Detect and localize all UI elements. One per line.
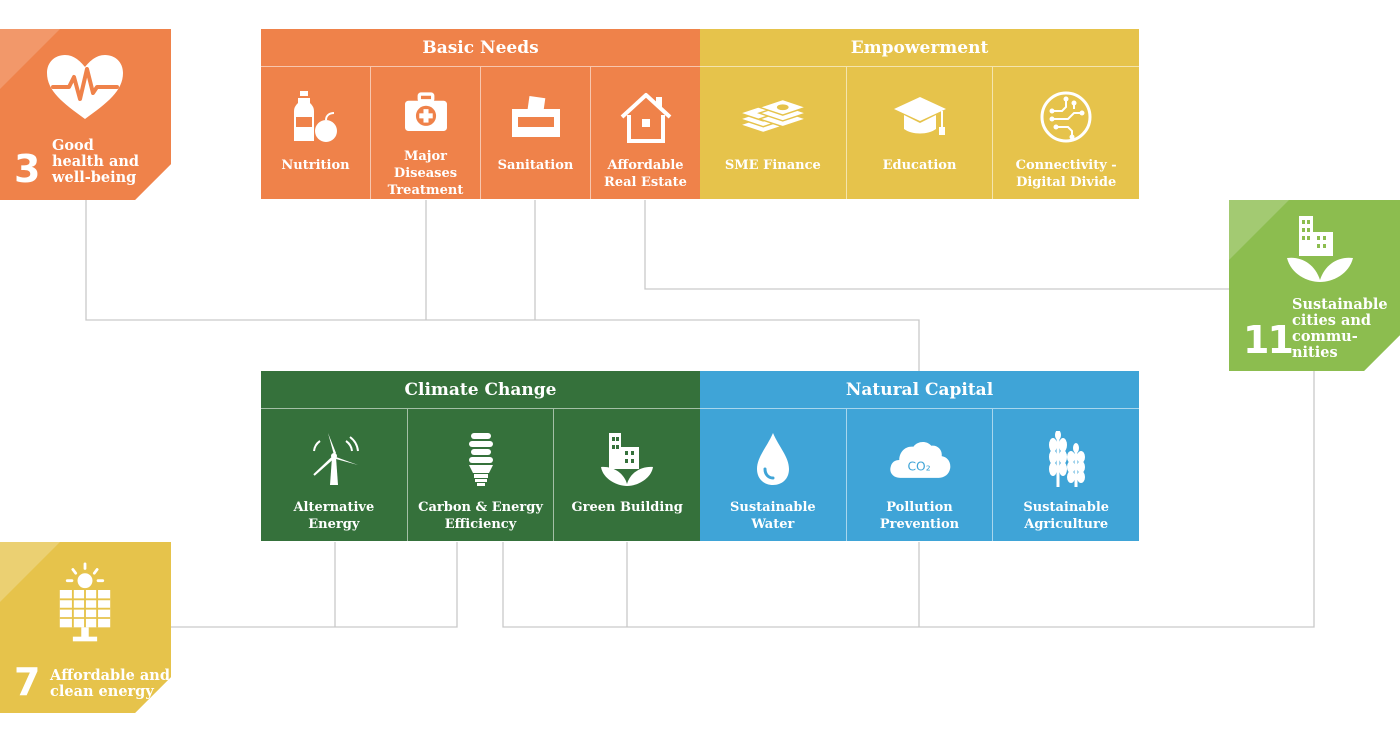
item-label: Sanitation (497, 158, 574, 173)
item-label: Nutrition (281, 158, 350, 173)
gloss-overlay (0, 542, 60, 602)
sdg11-number: 11 (1243, 318, 1294, 362)
item-sustainable-agriculture: Sustainable Agriculture (993, 409, 1139, 541)
sdg11-card: 11 Sustainable cities and commu- nities (1229, 200, 1400, 371)
group-natural-capital: Natural Capital Sustainable Water CO₂ Po… (700, 371, 1139, 541)
group-title: Natural Capital (700, 371, 1139, 409)
item-label: Pollution Prevention (879, 500, 960, 532)
sdg3-label: Good health and well-being (52, 137, 140, 186)
co2-cloud-icon: CO₂ (889, 441, 950, 478)
water-drop-icon (756, 433, 789, 485)
wheat-icon (1049, 431, 1086, 487)
connector-real-estate-to-sdg11 (644, 200, 1230, 290)
item-education: Education (847, 67, 994, 199)
group-title: Basic Needs (261, 29, 700, 67)
item-label: Major Diseases Treatment (387, 149, 464, 198)
item-label: Alternative Energy (293, 500, 375, 532)
connector-sdg7-to-carbon (170, 542, 458, 628)
group-title: Empowerment (700, 29, 1139, 67)
item-affordable-real-estate: Affordable Real Estate (591, 67, 700, 199)
item-connectivity: Connectivity - Digital Divide (993, 67, 1139, 199)
item-sustainable-water: Sustainable Water (700, 409, 847, 541)
item-label: Sustainable Water (729, 500, 816, 532)
solar-panel-icon (59, 562, 111, 642)
sdg3-card: 3 Good health and well-being (0, 29, 171, 200)
sdg3-number: 3 (14, 147, 40, 191)
gloss-overlay (1229, 200, 1289, 260)
item-carbon-energy-efficiency: Carbon & Energy Efficiency (408, 409, 555, 541)
sdg7-number: 7 (14, 660, 40, 704)
co2-text: CO₂ (907, 459, 930, 473)
light-bulb-icon (468, 433, 493, 486)
item-label: SME Finance (724, 158, 821, 173)
sdg7-card: 7 Affordable and clean energy (0, 542, 171, 713)
group-empowerment: Empowerment SME Finance (700, 29, 1139, 199)
gloss-overlay (0, 29, 60, 89)
item-label: Education (882, 158, 957, 173)
item-green-building: Green Building (554, 409, 700, 541)
item-label: Affordable Real Estate (604, 158, 687, 190)
item-major-diseases: Major Diseases Treatment (371, 67, 481, 199)
sanitation-icon (511, 95, 560, 137)
sdg7-label: Affordable and clean energy (50, 667, 170, 700)
money-stack-icon (737, 98, 809, 134)
group-climate-change: Climate Change Alternative Energy (261, 371, 700, 541)
item-label: Carbon & Energy Efficiency (418, 500, 543, 532)
medical-kit-icon (404, 92, 447, 131)
item-sme-finance: SME Finance (700, 67, 847, 199)
heart-pulse-icon (47, 55, 123, 119)
item-label: Connectivity - Digital Divide (1015, 158, 1117, 190)
group-basic-needs: Basic Needs Nutrition Major Diseases Tre… (261, 29, 700, 199)
nutrition-icon (293, 91, 337, 142)
item-pollution-prevention: CO₂ Pollution Prevention (847, 409, 994, 541)
wind-turbine-icon (312, 433, 359, 485)
green-building-icon (601, 433, 654, 486)
graduation-cap-icon (893, 97, 946, 135)
circuit-icon (1040, 91, 1092, 143)
connector-sdg3-to-natural-capital (85, 200, 920, 372)
connector-sdg11-to-climate (502, 371, 1315, 628)
house-icon (620, 93, 671, 143)
item-alternative-energy: Alternative Energy (261, 409, 408, 541)
item-label: Sustainable Agriculture (1023, 500, 1110, 532)
item-label: Green Building (571, 500, 683, 515)
item-nutrition: Nutrition (261, 67, 371, 199)
sdg11-label: Sustainable cities and commu- nities (1292, 296, 1388, 361)
item-sanitation: Sanitation (481, 67, 591, 199)
city-leaf-icon (1287, 216, 1353, 282)
group-title: Climate Change (261, 371, 700, 409)
